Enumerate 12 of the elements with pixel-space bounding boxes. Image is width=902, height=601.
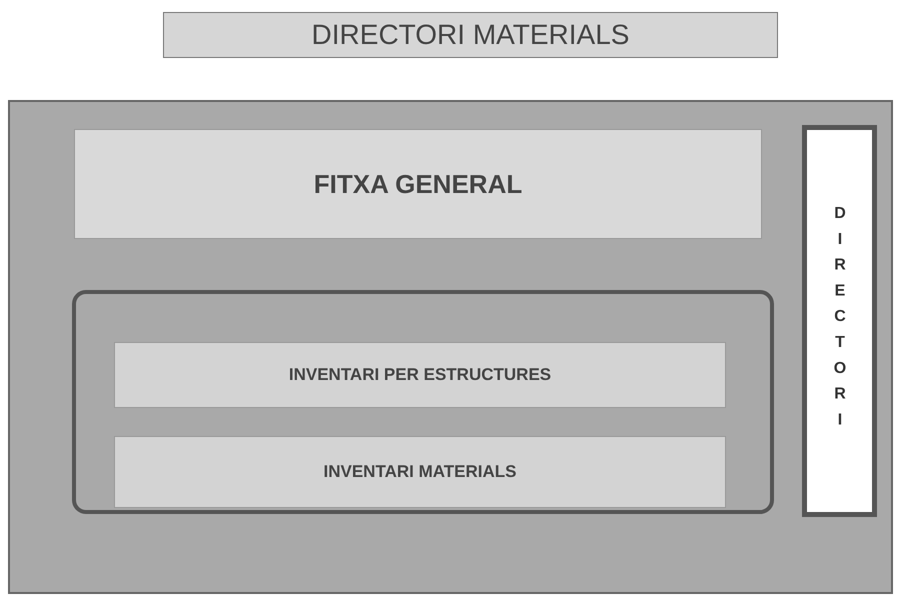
title-box	[163, 12, 778, 58]
section-box	[74, 129, 762, 239]
background-panel	[8, 100, 893, 594]
vertical-box	[802, 125, 877, 517]
group-panel	[72, 290, 774, 514]
title-text: DIRECTORI MATERIALS	[312, 19, 630, 51]
section-label: FITXA GENERAL	[314, 168, 522, 200]
section-label: DIRECTORI	[830, 204, 848, 438]
section-label: INVENTARI MATERIALS	[324, 462, 516, 482]
section-box	[114, 436, 726, 508]
section-box	[114, 342, 726, 408]
section-label: INVENTARI PER ESTRUCTURES	[288, 365, 552, 385]
